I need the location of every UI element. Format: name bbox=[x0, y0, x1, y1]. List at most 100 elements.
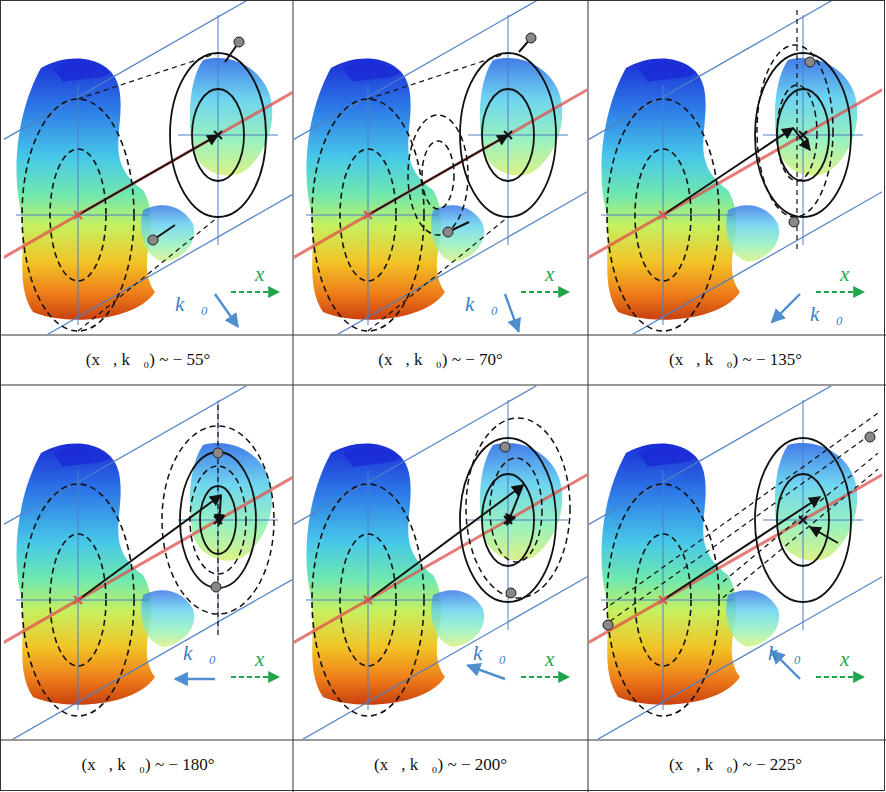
marker-dot bbox=[234, 37, 244, 47]
crosshair bbox=[763, 135, 863, 136]
solid-ellipse bbox=[755, 438, 851, 602]
crosshair bbox=[601, 215, 733, 216]
guide-line bbox=[603, 413, 878, 610]
guide-line bbox=[78, 53, 218, 99]
heat-map bbox=[431, 205, 484, 262]
heat-map bbox=[53, 62, 111, 82]
k0-vector bbox=[175, 678, 215, 680]
panel bbox=[4, 386, 292, 739]
band-line bbox=[294, 1, 587, 146]
dashed-ellipse bbox=[635, 149, 691, 281]
x-vector bbox=[521, 676, 569, 678]
vector-label: x⃗ bbox=[840, 262, 866, 286]
x-vector bbox=[231, 291, 279, 293]
displacement-arrow bbox=[663, 128, 793, 215]
marker-dot bbox=[789, 217, 799, 227]
grid-line bbox=[0, 335, 886, 336]
centre-cross bbox=[504, 131, 512, 139]
x-vector bbox=[816, 291, 864, 293]
grid-line bbox=[0, 385, 886, 386]
k0-vector bbox=[467, 665, 505, 679]
guide-line bbox=[723, 453, 878, 582]
caption-cell: (x⃗, k⃗₀) ~ − 55° bbox=[3, 348, 293, 372]
dashed-ellipse bbox=[607, 484, 719, 716]
axis-line bbox=[294, 471, 587, 648]
k0-vector bbox=[505, 294, 519, 332]
grid-line bbox=[588, 0, 589, 792]
crosshair bbox=[178, 520, 278, 521]
crosshair bbox=[663, 85, 664, 325]
dashed-ellipse bbox=[190, 466, 246, 574]
centre-cross bbox=[659, 211, 667, 219]
panel bbox=[589, 1, 882, 334]
heat-map bbox=[726, 205, 779, 262]
heat-map bbox=[190, 443, 272, 560]
centre-cross bbox=[659, 596, 667, 604]
crosshair bbox=[306, 215, 438, 216]
crosshair bbox=[468, 135, 568, 136]
vector-label: x⃗ bbox=[840, 647, 866, 671]
centre-cross bbox=[799, 516, 807, 524]
axis-line bbox=[589, 471, 882, 648]
heat-map bbox=[141, 590, 194, 647]
heat-map bbox=[601, 443, 740, 704]
guide-line bbox=[603, 429, 878, 626]
crosshair bbox=[16, 600, 148, 601]
marker-dot bbox=[148, 235, 158, 245]
crosshair bbox=[78, 470, 79, 710]
caption-cell: (x⃗, k⃗₀) ~ − 135° bbox=[588, 348, 883, 372]
marker-dot bbox=[443, 227, 453, 237]
vector-label: x⃗ bbox=[255, 647, 281, 671]
crosshair bbox=[78, 85, 79, 325]
heat-map bbox=[726, 590, 779, 647]
x-vector bbox=[231, 676, 279, 678]
dashed-ellipse bbox=[312, 99, 424, 331]
band-line bbox=[4, 188, 292, 334]
solid-ellipse bbox=[170, 53, 266, 217]
grid-line bbox=[0, 740, 886, 741]
heat-map bbox=[638, 447, 696, 467]
vector-label: x⃗ bbox=[545, 262, 571, 286]
marker-dot bbox=[500, 442, 510, 452]
crosshair bbox=[178, 135, 278, 136]
heat-map bbox=[343, 62, 401, 82]
solid-ellipse bbox=[755, 53, 851, 217]
centre-cross bbox=[74, 596, 82, 604]
band-line bbox=[589, 1, 882, 146]
marker-dot bbox=[211, 582, 221, 592]
crosshair bbox=[306, 600, 438, 601]
vector-label: k⃗₀ bbox=[183, 641, 216, 665]
marker-dot bbox=[526, 33, 536, 43]
band-line bbox=[294, 386, 587, 531]
guide-line bbox=[796, 10, 797, 250]
solid-ellipse bbox=[482, 89, 534, 181]
displacement-arrow bbox=[793, 128, 810, 150]
crosshair bbox=[803, 15, 804, 245]
marker-dot bbox=[213, 448, 223, 458]
centre-cross bbox=[214, 131, 222, 139]
vector-label: k⃗₀ bbox=[175, 292, 208, 316]
dashed-ellipse bbox=[607, 99, 719, 331]
dashed-ellipse bbox=[466, 418, 570, 598]
vector-label: k⃗₀ bbox=[473, 641, 506, 665]
guide-line bbox=[368, 53, 508, 99]
centre-cross bbox=[364, 596, 372, 604]
grid-line bbox=[293, 0, 294, 792]
caption-cell: (x⃗, k⃗₀) ~ − 200° bbox=[293, 753, 588, 777]
dashed-ellipse bbox=[490, 458, 542, 562]
heat-map bbox=[306, 443, 445, 704]
dashed-ellipse bbox=[162, 426, 274, 614]
crosshair bbox=[368, 85, 369, 325]
band-line bbox=[4, 386, 292, 531]
heat-map bbox=[343, 447, 401, 467]
heat-map bbox=[638, 62, 696, 82]
band-line bbox=[589, 573, 882, 739]
marker-dot bbox=[603, 620, 613, 630]
crosshair bbox=[468, 520, 568, 521]
axis-line bbox=[589, 86, 882, 263]
heat-map bbox=[431, 590, 484, 647]
heat-map bbox=[306, 58, 445, 319]
